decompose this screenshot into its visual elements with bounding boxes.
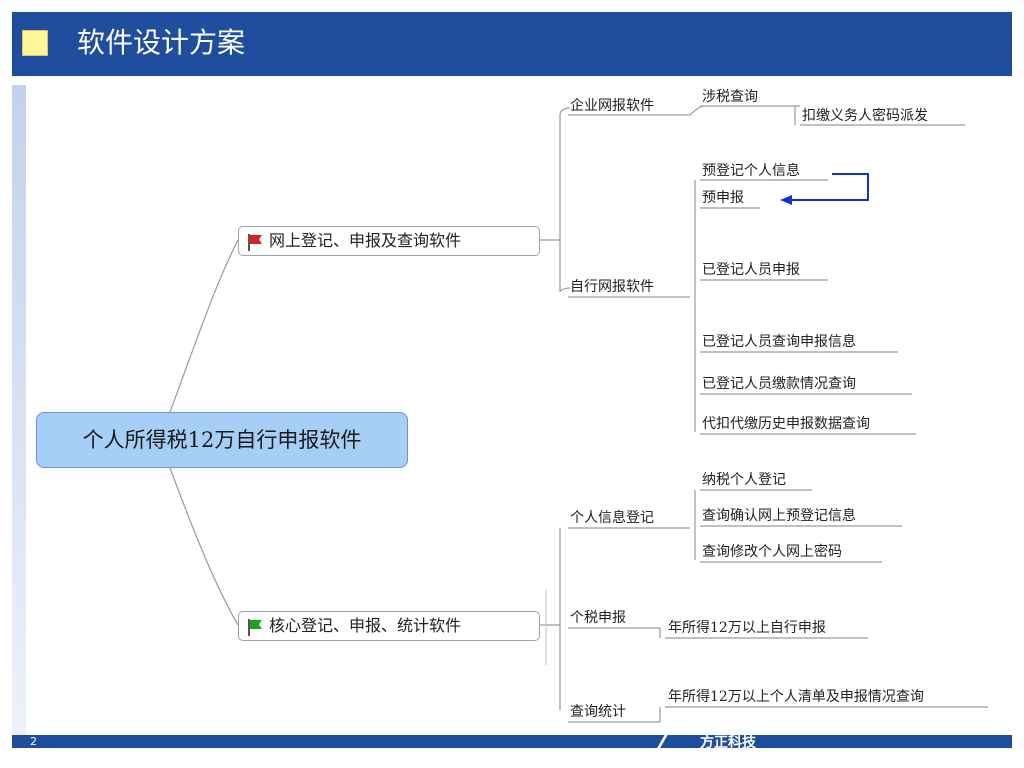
bottom-strip: [0, 748, 1024, 768]
connector-root-core: [169, 467, 239, 626]
node-modify-password: 查询修改个人网上密码: [702, 544, 842, 560]
branch-online-label: 网上登记、申报及查询软件: [269, 231, 462, 250]
left-accent-band: [12, 85, 26, 745]
mindmap-connectors: [169, 105, 988, 723]
node-taxpayer-register: 纳税个人登记: [702, 472, 786, 488]
node-withholding-history: 代扣代缴历史申报数据查询: [702, 416, 870, 432]
node-query-stats: 查询统计: [570, 704, 626, 720]
node-registered-query: 已登记人员查询申报信息: [702, 334, 856, 350]
arrowhead: [780, 195, 792, 205]
arrow-connector: [790, 173, 869, 201]
node-registered-declare: 已登记人员申报: [702, 262, 800, 278]
node-tax-query: 涉税查询: [702, 89, 758, 105]
red-flag-icon: [248, 234, 262, 251]
node-confirm-online-pre: 查询确认网上预登记信息: [702, 508, 856, 524]
node-pre-declare: 预申报: [702, 190, 744, 206]
title-bullet-square: [22, 30, 48, 56]
page-title: 软件设计方案: [77, 26, 246, 59]
connector-root-online: [169, 239, 239, 413]
branch-core-label: 核心登记、申报、统计软件: [269, 616, 462, 635]
node-list-query: 年所得12万以上个人清单及申报情况查询: [668, 689, 924, 705]
branch-core: 核心登记、申报、统计软件: [238, 611, 540, 641]
node-registered-payment: 已登记人员缴款情况查询: [702, 376, 856, 392]
footer-logo-text: 方正科技: [700, 735, 756, 751]
title-bar: 软件设计方案: [12, 12, 1012, 76]
root-node: 个人所得税12万自行申报软件: [36, 412, 408, 468]
green-flag-icon: [248, 619, 262, 636]
node-self: 自行网报软件: [570, 279, 654, 295]
branch-online: 网上登记、申报及查询软件: [238, 226, 540, 256]
node-pre-register: 预登记个人信息: [702, 163, 800, 179]
node-password-dispatch: 扣缴义务人密码派发: [802, 108, 928, 124]
page-number: 2: [30, 735, 37, 748]
node-income-tax-declare: 个税申报: [570, 610, 626, 626]
node-personal-info: 个人信息登记: [570, 510, 654, 526]
footer-bar: 2: [12, 735, 1012, 748]
node-annual-120k: 年所得12万以上自行申报: [668, 620, 826, 636]
node-enterprise: 企业网报软件: [570, 98, 654, 114]
